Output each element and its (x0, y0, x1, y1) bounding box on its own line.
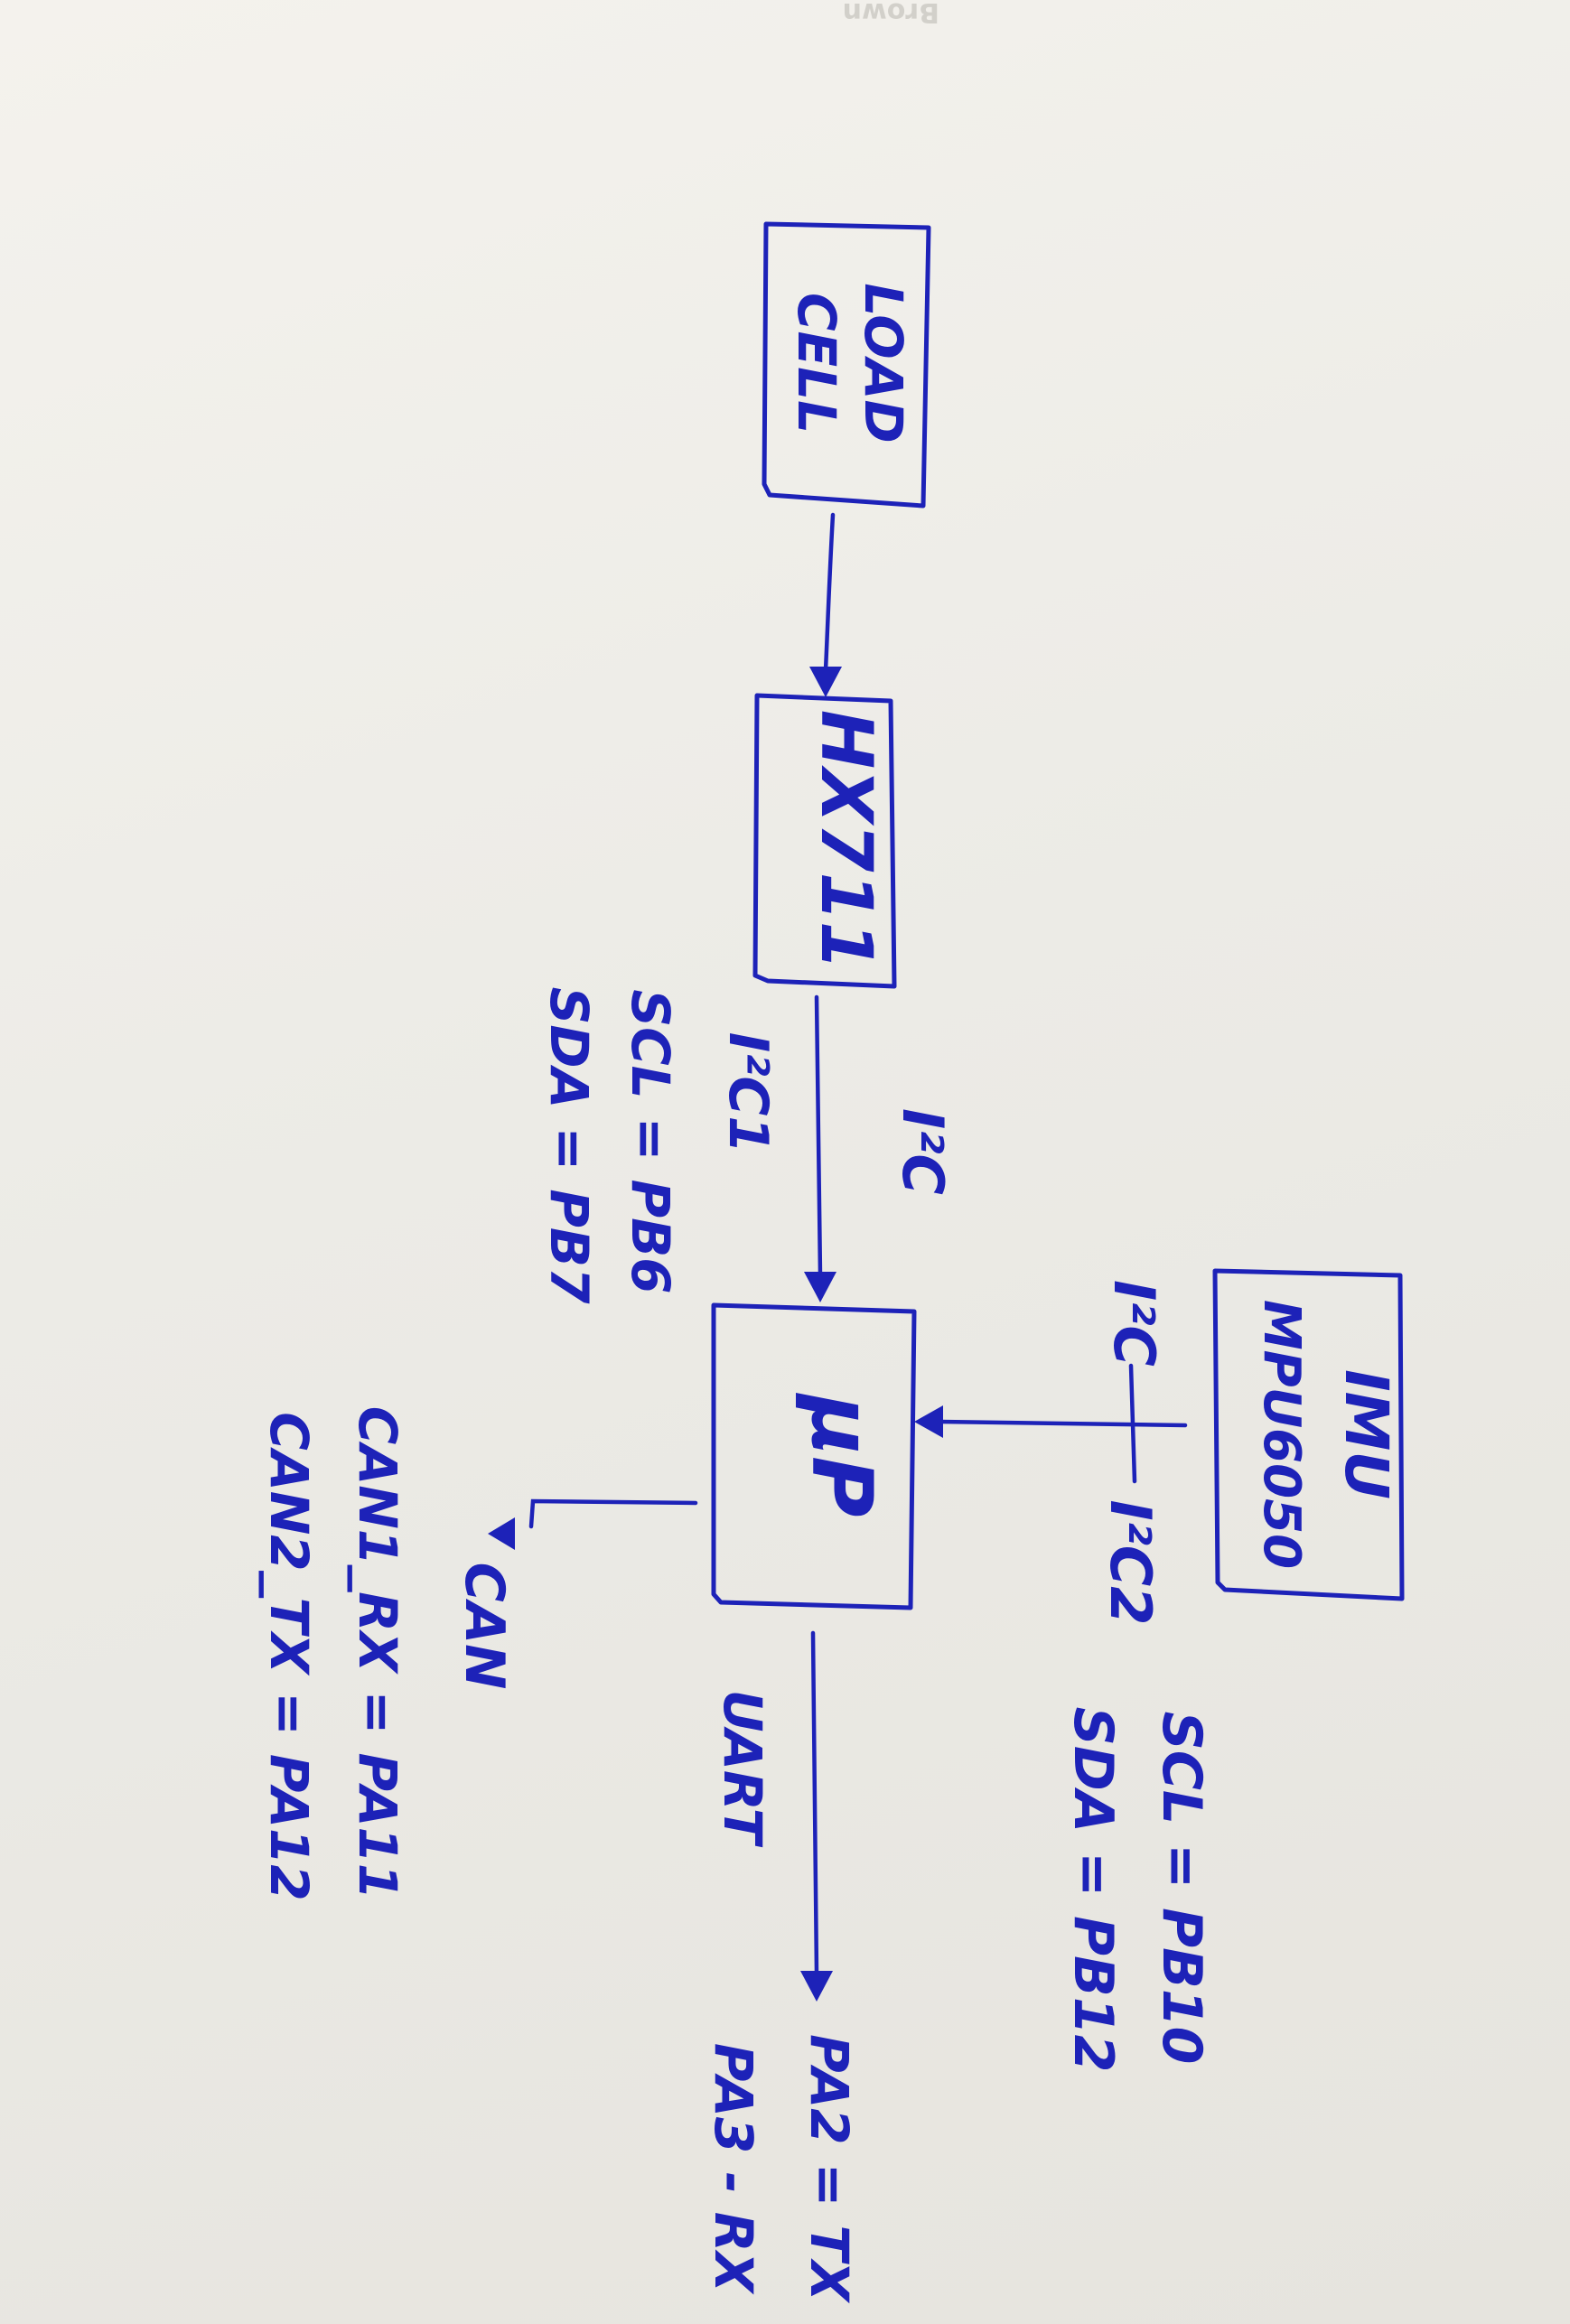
imu-label-line2: MPU6050 (1252, 1300, 1311, 1569)
imu-box (1212, 1268, 1405, 1601)
can-link-label: CAN (453, 1563, 516, 1690)
hx711-link-label: I²C (890, 1108, 956, 1195)
load-cell-to-hx711-wire (823, 512, 836, 673)
uart-tx-note: PA2 = TX (799, 2034, 860, 2304)
load-cell-label-line2: CELL (786, 293, 847, 434)
i2c1-note-title: I²C1 (716, 1032, 780, 1153)
load-cell-box (762, 221, 931, 509)
imu-link-label-left: I²C (1101, 1280, 1167, 1367)
i2c1-scl-note: SCL = PB6 (620, 989, 681, 1293)
imu-link-separator (1128, 1363, 1137, 1484)
can-rx-note: CAN1_RX = PA11 (347, 1406, 408, 1900)
hx711-to-mcu-wire (814, 994, 823, 1278)
mcu-to-can-wire (528, 1498, 698, 1529)
imu-to-mcu-arrowhead (914, 1405, 943, 1438)
mcu-to-can-arrowhead (488, 1517, 515, 1550)
uart-link-label: UART (712, 1690, 773, 1848)
can-tx-note: CAN2_TX = PA12 (258, 1412, 320, 1900)
hx711-to-mcu-arrowhead (804, 1272, 836, 1302)
mcu-box (711, 1302, 917, 1610)
imu-label-line1: IMU (1332, 1369, 1401, 1499)
hx711-box (752, 693, 897, 989)
mcu-label: μP (793, 1392, 890, 1517)
hx711-label: HX711 (805, 710, 886, 970)
imu-link-label-right: I²C2 (1098, 1500, 1163, 1626)
imu-to-mcu-wire (937, 1419, 1188, 1428)
load-cell-label-line1: LOAD (853, 283, 914, 443)
mcu-to-uart-wire (810, 1630, 819, 1977)
load-cell-to-hx711-arrowhead (809, 667, 842, 697)
i2c2-sda-note: SDA = PB12 (1061, 1707, 1125, 2073)
mcu-to-uart-arrowhead (800, 1971, 833, 2002)
i2c2-scl-note: SCL = PB10 (1150, 1712, 1213, 2065)
show-through-text: Brown (843, 0, 939, 28)
uart-rx-note: PA3 - RX (703, 2043, 764, 2296)
i2c1-sda-note: SDA = PB7 (538, 987, 600, 1305)
